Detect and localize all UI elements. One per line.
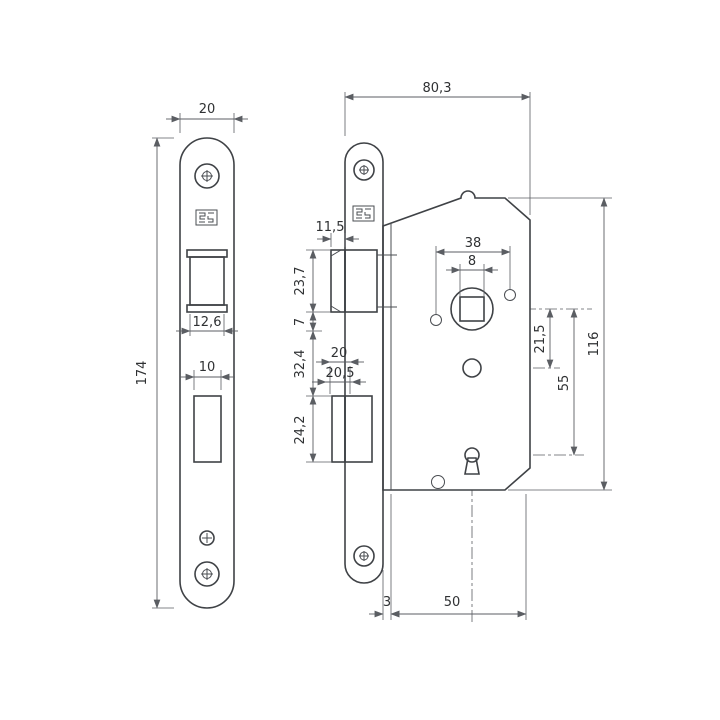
spindle-follower [450, 287, 494, 331]
deadbolt-tip [331, 395, 346, 463]
dim-label-latch-projection: 11,5 [316, 220, 345, 235]
latch-bevel-lines [330, 249, 342, 313]
dimension-spindle-to-keyhole: 21,5 [533, 308, 554, 369]
dim-label-bolt-throw: 20,5 [326, 366, 355, 381]
dimension-case-height: 116 [508, 197, 612, 491]
keyhole [464, 447, 480, 475]
dim-label-bolt-height: 24,2 [293, 416, 308, 445]
dimension-bolt-width: 20 [316, 346, 364, 394]
dimension-latch-projection: 11,5 [316, 220, 359, 247]
dimension-latch-cutout: 12,6 [176, 314, 238, 336]
dim-label-backset: 50 [444, 595, 461, 610]
dim-label-latch-cutout: 12,6 [193, 315, 222, 330]
dim-label-case-height: 116 [587, 332, 602, 357]
dimension-chain-left: 23,7 7 32,4 24,2 [293, 249, 332, 463]
extension-lines [306, 249, 332, 463]
dimension-case-depth: 80,3 [344, 81, 531, 215]
screw-hole-bottom [194, 561, 220, 587]
latch-body [344, 249, 378, 313]
faceplate-edge-outline [344, 142, 384, 584]
keyhole-slot [464, 457, 480, 475]
dimension-plate-height: 174 [135, 137, 174, 609]
case-screw-hole [431, 475, 445, 489]
dim-label-plate-height: 174 [135, 361, 150, 386]
screw-hole-small [199, 530, 215, 546]
dim-label-bolt-width: 20 [331, 346, 348, 361]
latch-cutout [186, 249, 228, 313]
cylinder-hole [462, 358, 482, 378]
follower-circle [450, 287, 494, 331]
extension-lines [344, 92, 531, 215]
dim-label-spindle-to-bottom: 55 [557, 375, 572, 392]
brand-stamp-icon [352, 205, 375, 222]
dim-label-spindle-square: 8 [468, 254, 476, 269]
screw-cross-icon [201, 568, 213, 580]
dimension-plate-width: 20 [166, 102, 248, 133]
faceplate-front-view: 20 174 12,6 10 [135, 102, 248, 609]
screw-hole-outer [194, 561, 220, 587]
extension-lines [329, 366, 351, 394]
screw-hole-outer [353, 159, 375, 181]
keyhole-circle [464, 447, 480, 463]
dimension-bolt-cutout: 10 [180, 360, 235, 390]
faceplate-outline [179, 137, 235, 609]
dim-label-latch-gap: 7 [293, 318, 308, 326]
extension-lines [330, 233, 346, 247]
dimension-spindle-square: 8 [446, 254, 498, 296]
dim-label-spindle-to-keyhole: 21,5 [533, 325, 548, 354]
dimension-bottom: 3 50 [369, 494, 527, 620]
latch-cutout-bottom-lip [186, 304, 228, 313]
deadbolt-cutout [193, 395, 222, 463]
screw-cross-icon [201, 170, 213, 182]
dim-label-case-depth: 80,3 [423, 81, 452, 96]
dim-label-latch-height: 23,7 [293, 267, 308, 296]
lock-body-view: 80,3 11,5 23,7 7 32,4 24,2 20 [293, 81, 612, 622]
extension-lines [152, 137, 174, 609]
latch-tip [330, 249, 346, 313]
fixing-hole-left [430, 314, 442, 326]
deadbolt-body [344, 395, 373, 463]
screw-cross-icon [202, 533, 212, 543]
screw-hole-outer [353, 545, 375, 567]
extension-lines [508, 197, 612, 491]
screw-cross-icon [359, 165, 369, 175]
dim-label-hole-spacing: 38 [465, 236, 482, 251]
dim-label-latch-to-bolt: 32,4 [293, 350, 308, 379]
screw-hole-outer [194, 163, 220, 189]
screw-hole-top [353, 159, 375, 181]
dimension-hole-spacing: 38 [435, 236, 511, 314]
spindle-square-hole [459, 296, 485, 322]
screw-hole-bottom [353, 545, 375, 567]
dim-label-plate-width: 20 [199, 102, 216, 117]
screw-hole-top [194, 163, 220, 189]
screw-hole-outer [199, 530, 215, 546]
screw-cross-icon [359, 551, 369, 561]
dimension-spindle-to-bottom: 55 [557, 308, 578, 456]
latch-bolt [330, 249, 397, 313]
dim-label-faceplate-offset: 3 [383, 595, 391, 610]
lock-case-outline [382, 190, 531, 491]
fixing-hole-right [504, 289, 516, 301]
dimension-bolt-throw: 20,5 [312, 366, 366, 386]
deadbolt [331, 395, 373, 463]
latch-guide-lines [377, 254, 397, 308]
dim-label-bolt-cutout: 10 [199, 360, 216, 375]
